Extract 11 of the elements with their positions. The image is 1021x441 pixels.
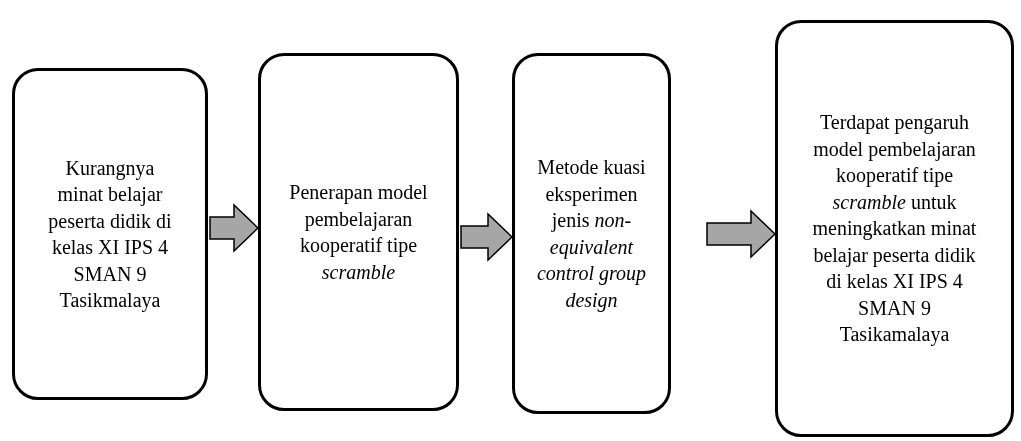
box-text: Penerapan model pembelajaran kooperatif tipe scramble [288,180,429,285]
box-text: Kurangnya minat belajar peserta didik di kelas XI IPS 4 SMAN 9 Tasikmalaya [47,155,173,314]
rounded-box [775,20,1014,437]
rounded-box [12,68,208,400]
box-text: Metode kuasi eksperimen jenis non-equivalent control group design [535,155,648,313]
block-arrow [706,209,777,259]
rounded-box [258,53,459,411]
box-text: Terdapat pengaruh model pembelajaran kooperatif tipe scramble untuk meningkatkan minat belajar peserta didik di kelas XI IPS 4 SMAN 9 Tasikamalaya [811,110,978,348]
block-arrow [460,212,514,262]
rounded-box [512,53,671,414]
block-arrow [209,203,260,253]
